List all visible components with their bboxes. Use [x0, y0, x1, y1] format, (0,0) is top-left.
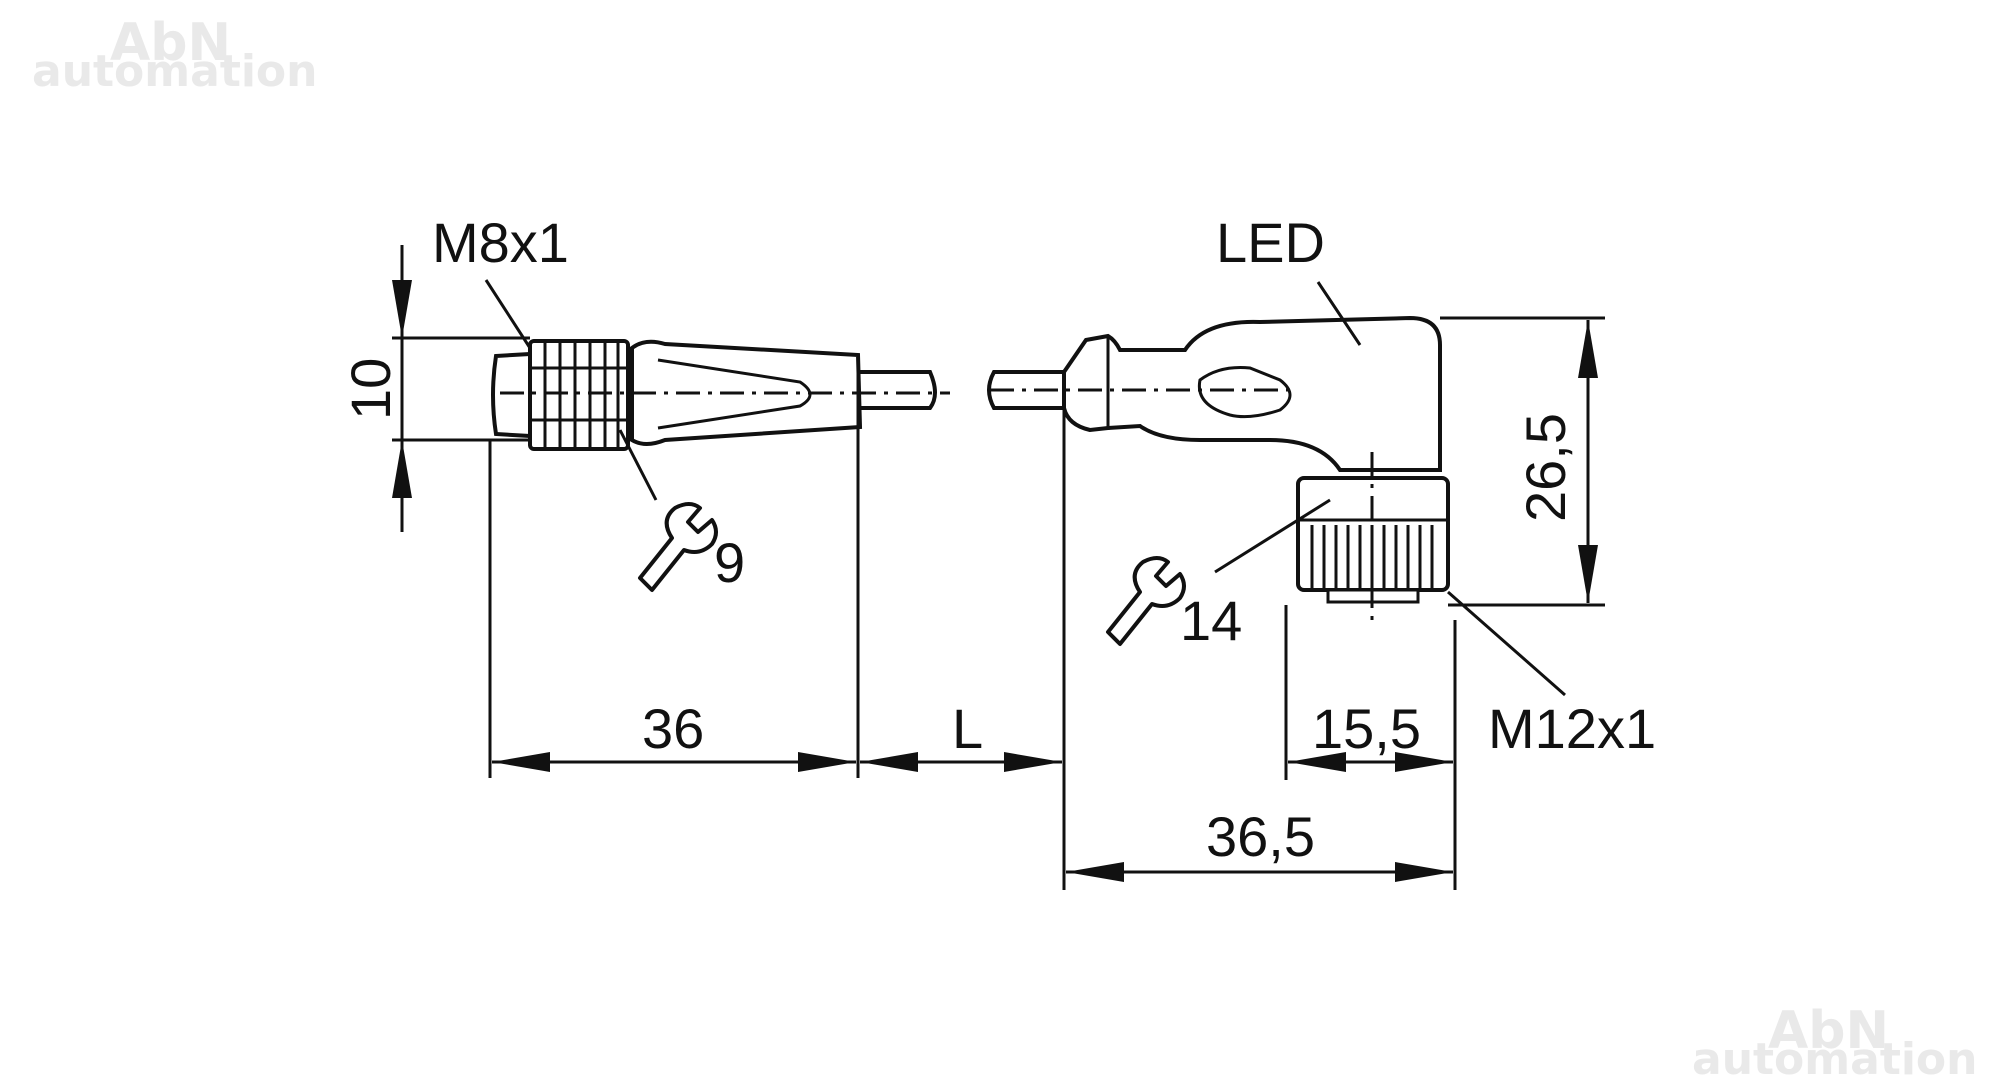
watermark-tagline: automation [1692, 1034, 1977, 1084]
watermark-bottom-right: AbN automation [1692, 1001, 1977, 1084]
nut-width-label: 15,5 [1312, 697, 1421, 760]
length-label-left: 36 [642, 697, 704, 760]
left-thread [491, 351, 532, 439]
wrench-icon [1106, 556, 1186, 646]
leader-m8 [484, 279, 532, 349]
left-connector [491, 339, 950, 451]
dimension-lines [392, 245, 1605, 890]
cable-length-label: L [952, 697, 983, 760]
left-cable [860, 370, 937, 410]
watermark-brand: AbN [1768, 1001, 1889, 1061]
right-body [1062, 315, 1442, 472]
watermark-tagline: automation [32, 46, 317, 97]
wrench-icon [638, 502, 718, 592]
height-label-right: 26,5 [1514, 413, 1577, 522]
wrench-size-label-left: 9 [714, 531, 745, 594]
watermark-brand: AbN [110, 13, 231, 73]
length-label-right: 36,5 [1206, 805, 1315, 868]
led-label: LED [1216, 211, 1325, 274]
leader-led [1316, 281, 1362, 346]
right-cable [987, 370, 1064, 410]
leader-m12 [1447, 590, 1566, 697]
thread-label-m12: M12x1 [1488, 697, 1656, 760]
right-connector [987, 315, 1450, 620]
wrench-size-label-right: 14 [1180, 589, 1242, 652]
thread-label-m8: M8x1 [432, 211, 569, 274]
leader-wrench-9 [618, 429, 658, 501]
left-body [630, 339, 863, 446]
leader-wrench-14 [1214, 498, 1331, 574]
height-label-left: 10 [339, 358, 402, 420]
watermark-top-left: AbN automation [32, 13, 317, 97]
